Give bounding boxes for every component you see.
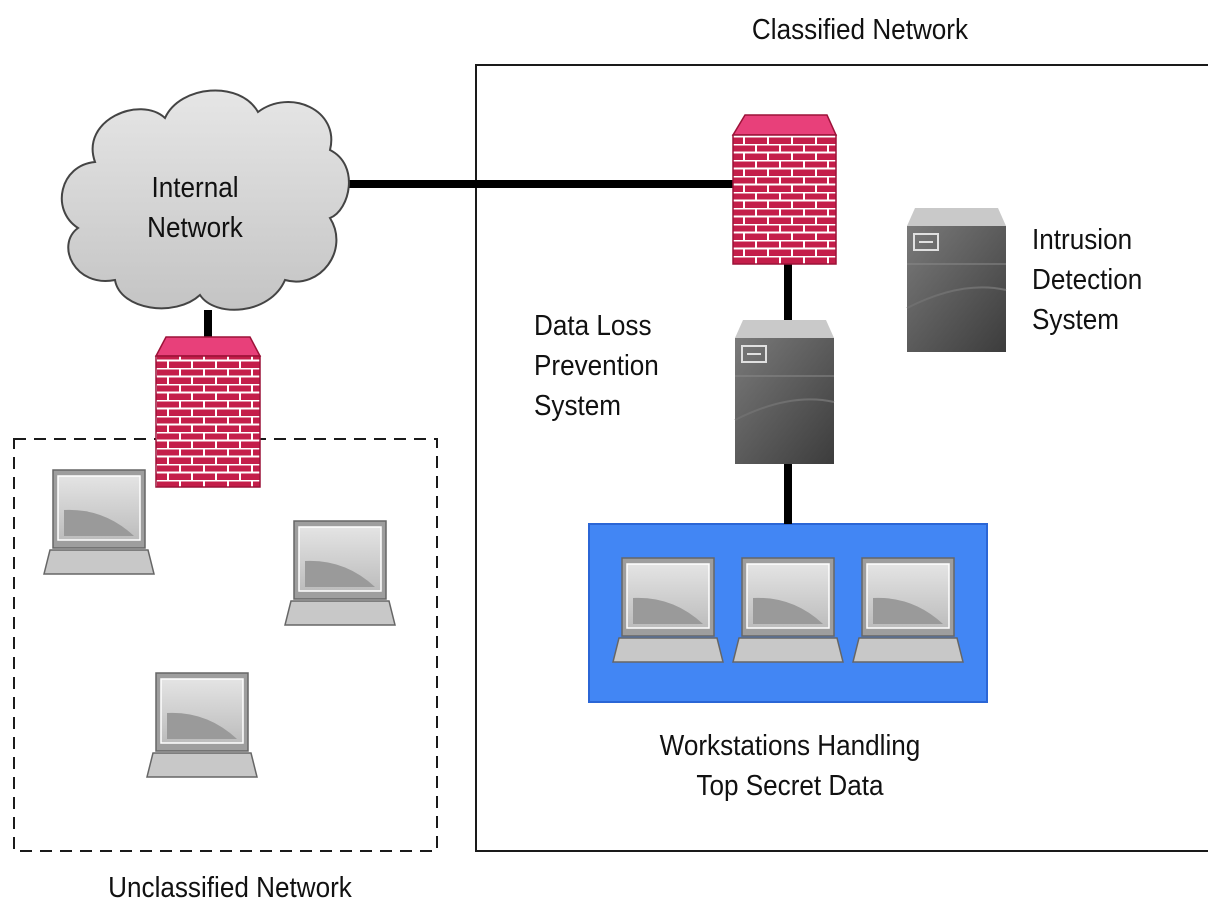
laptop-icon: [284, 520, 396, 626]
ids-label-line1: Intrusion: [1032, 224, 1133, 256]
internal-network-label-line1: Internal: [151, 172, 239, 204]
internal-network-label: Internal Network: [119, 168, 272, 248]
dlp-label-line1: Data Loss: [534, 310, 652, 342]
classified-network-title: Classified Network: [751, 14, 969, 46]
server-icon: [906, 208, 1007, 352]
laptop-icon: [852, 557, 964, 663]
ids-label-line3: System: [1032, 304, 1120, 336]
ids-label: Intrusion Detection System: [1032, 220, 1142, 340]
top-secret-label: Workstations Handling Top Secret Data: [619, 726, 961, 806]
laptop-icon: [43, 469, 155, 575]
firewall-icon: [154, 336, 262, 488]
laptop-icon: [612, 557, 724, 663]
server-icon: [734, 320, 835, 464]
dlp-label-line2: Prevention: [534, 350, 659, 382]
laptop-icon: [146, 672, 258, 778]
unclassified-network-title: Unclassified Network: [108, 872, 352, 904]
firewall-icon: [731, 114, 838, 265]
classified-network-zone: [475, 64, 1208, 852]
top-secret-label-line2: Top Secret Data: [696, 770, 884, 802]
internal-network-label-line2: Network: [147, 212, 243, 244]
dlp-label-line3: System: [534, 390, 622, 422]
dlp-label: Data Loss Prevention System: [534, 306, 659, 426]
laptop-icon: [732, 557, 844, 663]
top-secret-label-line1: Workstations Handling: [659, 730, 921, 762]
cloud-icon: [60, 89, 350, 311]
ids-label-line2: Detection: [1032, 264, 1143, 296]
